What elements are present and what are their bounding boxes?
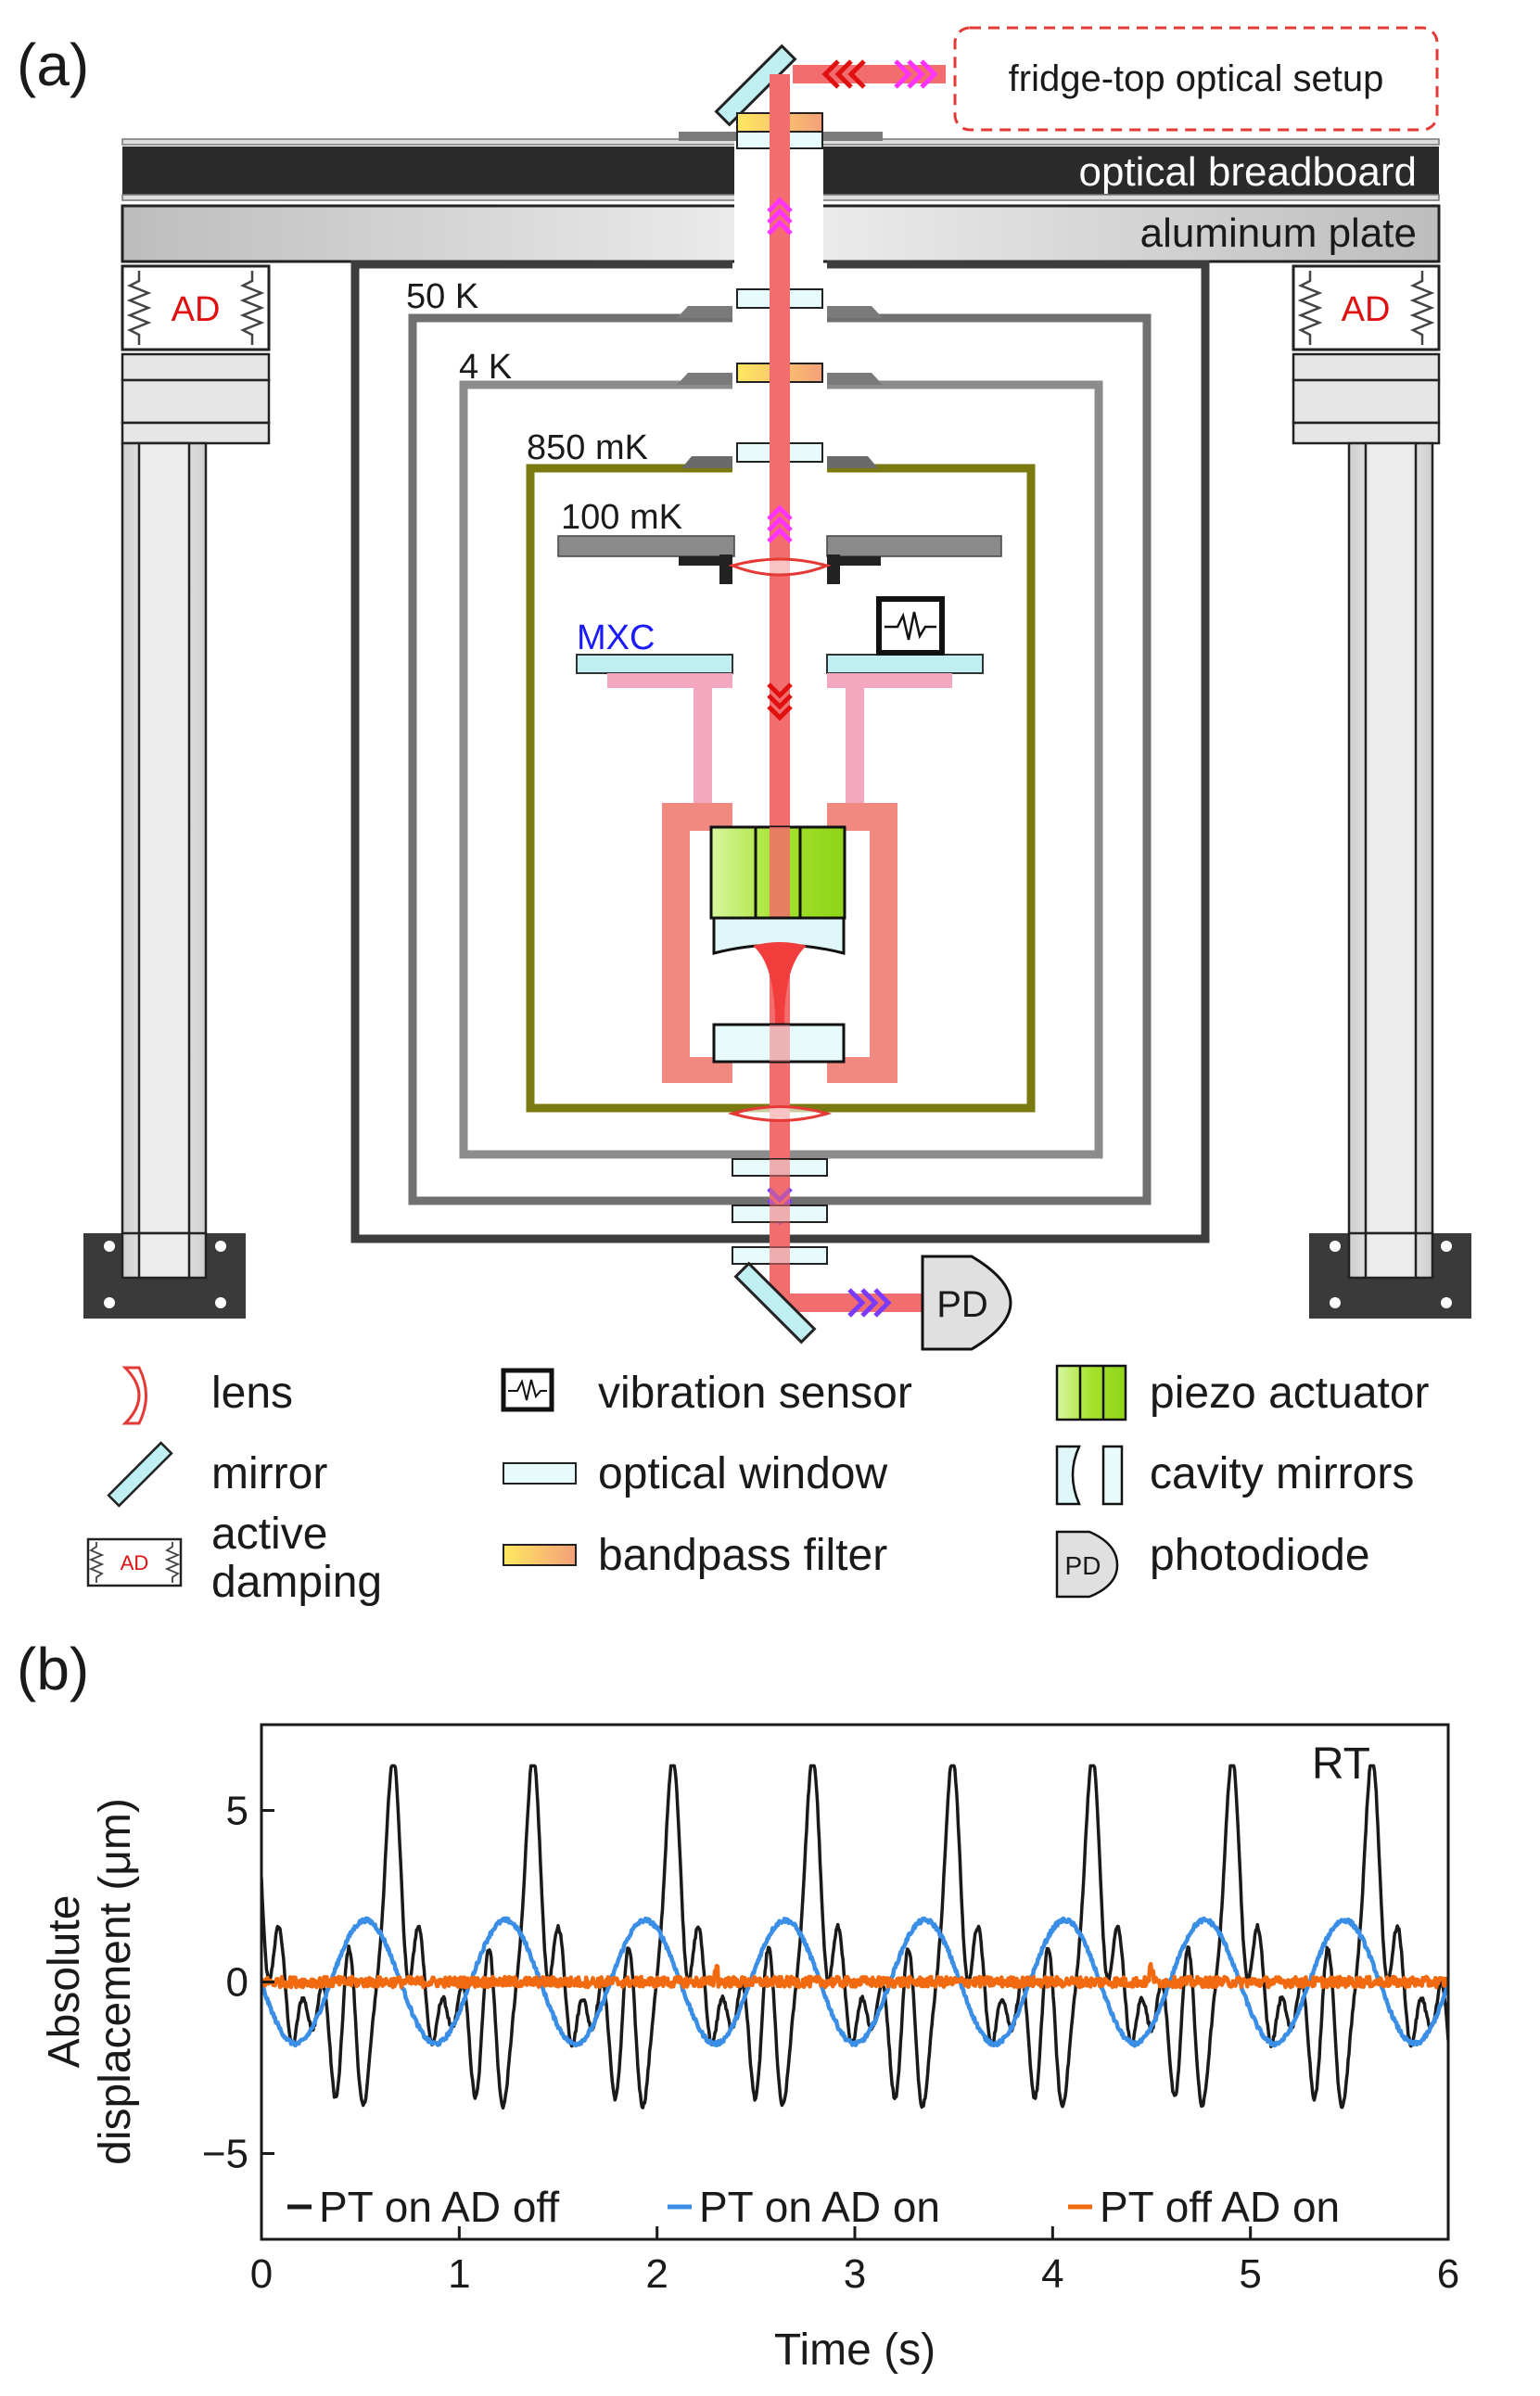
label-850mk: 850 mK [527,428,648,467]
y-tick-label-0: −5 [202,2132,248,2177]
arrows-purple-pd [847,1288,892,1318]
legend-piezo-label: piezo actuator [1150,1369,1430,1418]
legend-label-2: PT off AD on [1100,2183,1340,2231]
cavity-mode [753,942,807,1025]
x-tick-label-5: 5 [1239,2251,1261,2297]
legend-vibration-sensor-icon [501,1368,554,1412]
optical-breadboard-label: optical breadboard [1079,149,1417,195]
legend-bandpass-filter-icon [503,1544,577,1566]
support-right [827,673,952,807]
flange-4k [677,373,883,385]
y-tick-label-2: 5 [226,1789,248,1834]
legend-a: lens mirror AD active damping vibration … [86,1364,1430,1607]
legend-bandpass-filter-label: bandpass filter [598,1531,887,1580]
legend-piezo-icon [1055,1364,1127,1421]
label-100mk: 100 mK [561,498,682,537]
legend-photodiode-label: photodiode [1150,1531,1370,1580]
label-4k: 4 K [459,348,512,387]
series-line-0 [261,1764,1448,2110]
flange-850mk [681,456,878,468]
lens-bottom [727,1105,833,1122]
legend-optical-window-icon [503,1462,577,1485]
x-tick-label-1: 1 [448,2251,470,2297]
legend-cavity-mirrors-label: cavity mirrors [1150,1449,1414,1498]
arrows-magenta-100mk [767,504,793,543]
label-50k: 50 K [406,277,478,316]
arrows-magenta-top [894,59,938,89]
legend-optical-window-label: optical window [598,1449,888,1498]
legend-cavity-mirrors-icon [1055,1445,1124,1506]
right-leg: AD [1292,264,1471,1319]
series-layer [261,1764,1448,2110]
beam-lower-mirror [770,1025,790,1062]
legend-photodiode-icon: PD [1055,1530,1119,1599]
arrows-red-top [821,59,866,89]
x-tick-label-4: 4 [1041,2251,1063,2297]
right-ad-label: AD [1342,290,1391,329]
legend-lens-label: lens [211,1369,293,1418]
lens-100mk [728,557,832,577]
label-mxc: MXC [577,618,655,657]
legend-active-damping-icon: AD [86,1537,183,1587]
legend-vibration-sensor-label: vibration sensor [598,1369,912,1418]
vibration-sensor [876,596,945,656]
mirror-top [714,44,797,127]
plate-100mk-left [557,535,735,557]
aluminum-plate-label: aluminum plate [1140,210,1417,256]
lens-mount-bar-r [827,556,881,566]
left-ad-label: AD [172,290,221,329]
legend-pd-text: PD [1065,1551,1101,1580]
x-tick-label-3: 3 [844,2251,866,2297]
y-axis-label-line2: displacement (μm) [91,1798,140,2165]
beam-horizontal-bottom [780,1294,928,1312]
beam-vertical-lower [770,1159,790,1294]
x-axis-label: Time (s) [774,2326,935,2375]
left-leg: AD [83,264,271,1319]
y-axis-label-line1: Absolute [40,1895,89,2069]
panel-a-label: (a) [17,32,89,98]
arrows-red-mxc [767,682,793,721]
plate-100mk-right [826,535,1002,557]
series-line-2 [261,1961,1448,1990]
legend-mirror-label: mirror [211,1449,327,1498]
x-tick-label-0: 0 [250,2251,273,2297]
chart-annotation-rt: RT [1312,1740,1370,1789]
legend-ad-text: AD [121,1551,149,1574]
mirror-bottom [733,1261,817,1345]
legend-label-0: PT on AD off [319,2183,559,2231]
mxc-plate-left [576,654,733,674]
fridge-top-box [953,26,1439,132]
chart-legend: PT on AD off PT on AD on PT off AD on [287,2183,1340,2231]
fridge-top-label: fridge-top optical setup [1009,58,1384,99]
panel-b-label: (b) [17,1636,89,1702]
x-tick-label-2: 2 [645,2251,668,2297]
photodiode-label: PD [936,1284,988,1325]
legend-active-label: active [211,1510,327,1559]
x-tick-label-6: 6 [1437,2251,1459,2297]
displacement-chart: 0 1 2 3 4 5 6 −5 0 5 RT Time (s) Absolute displac… [40,1723,1459,2375]
arrows-magenta-breadboard [767,197,793,236]
legend-lens-icon [121,1366,147,1425]
ticks-layer: 0 1 2 3 4 5 6 −5 0 5 [202,1789,1459,2298]
mxc-plate-right [826,654,984,674]
photodiode: PD [921,1255,1012,1351]
legend-mirror-icon [107,1441,173,1508]
beam-through-piezo [770,827,790,918]
legend-damping-label: damping [211,1558,382,1607]
support-left [607,673,732,807]
legend-label-1: PT on AD on [699,2183,940,2231]
series-line-1 [261,1916,1448,2048]
y-tick-label-1: 0 [226,1960,248,2006]
flange-50k [677,306,883,318]
lens-mount-bar [679,556,732,566]
